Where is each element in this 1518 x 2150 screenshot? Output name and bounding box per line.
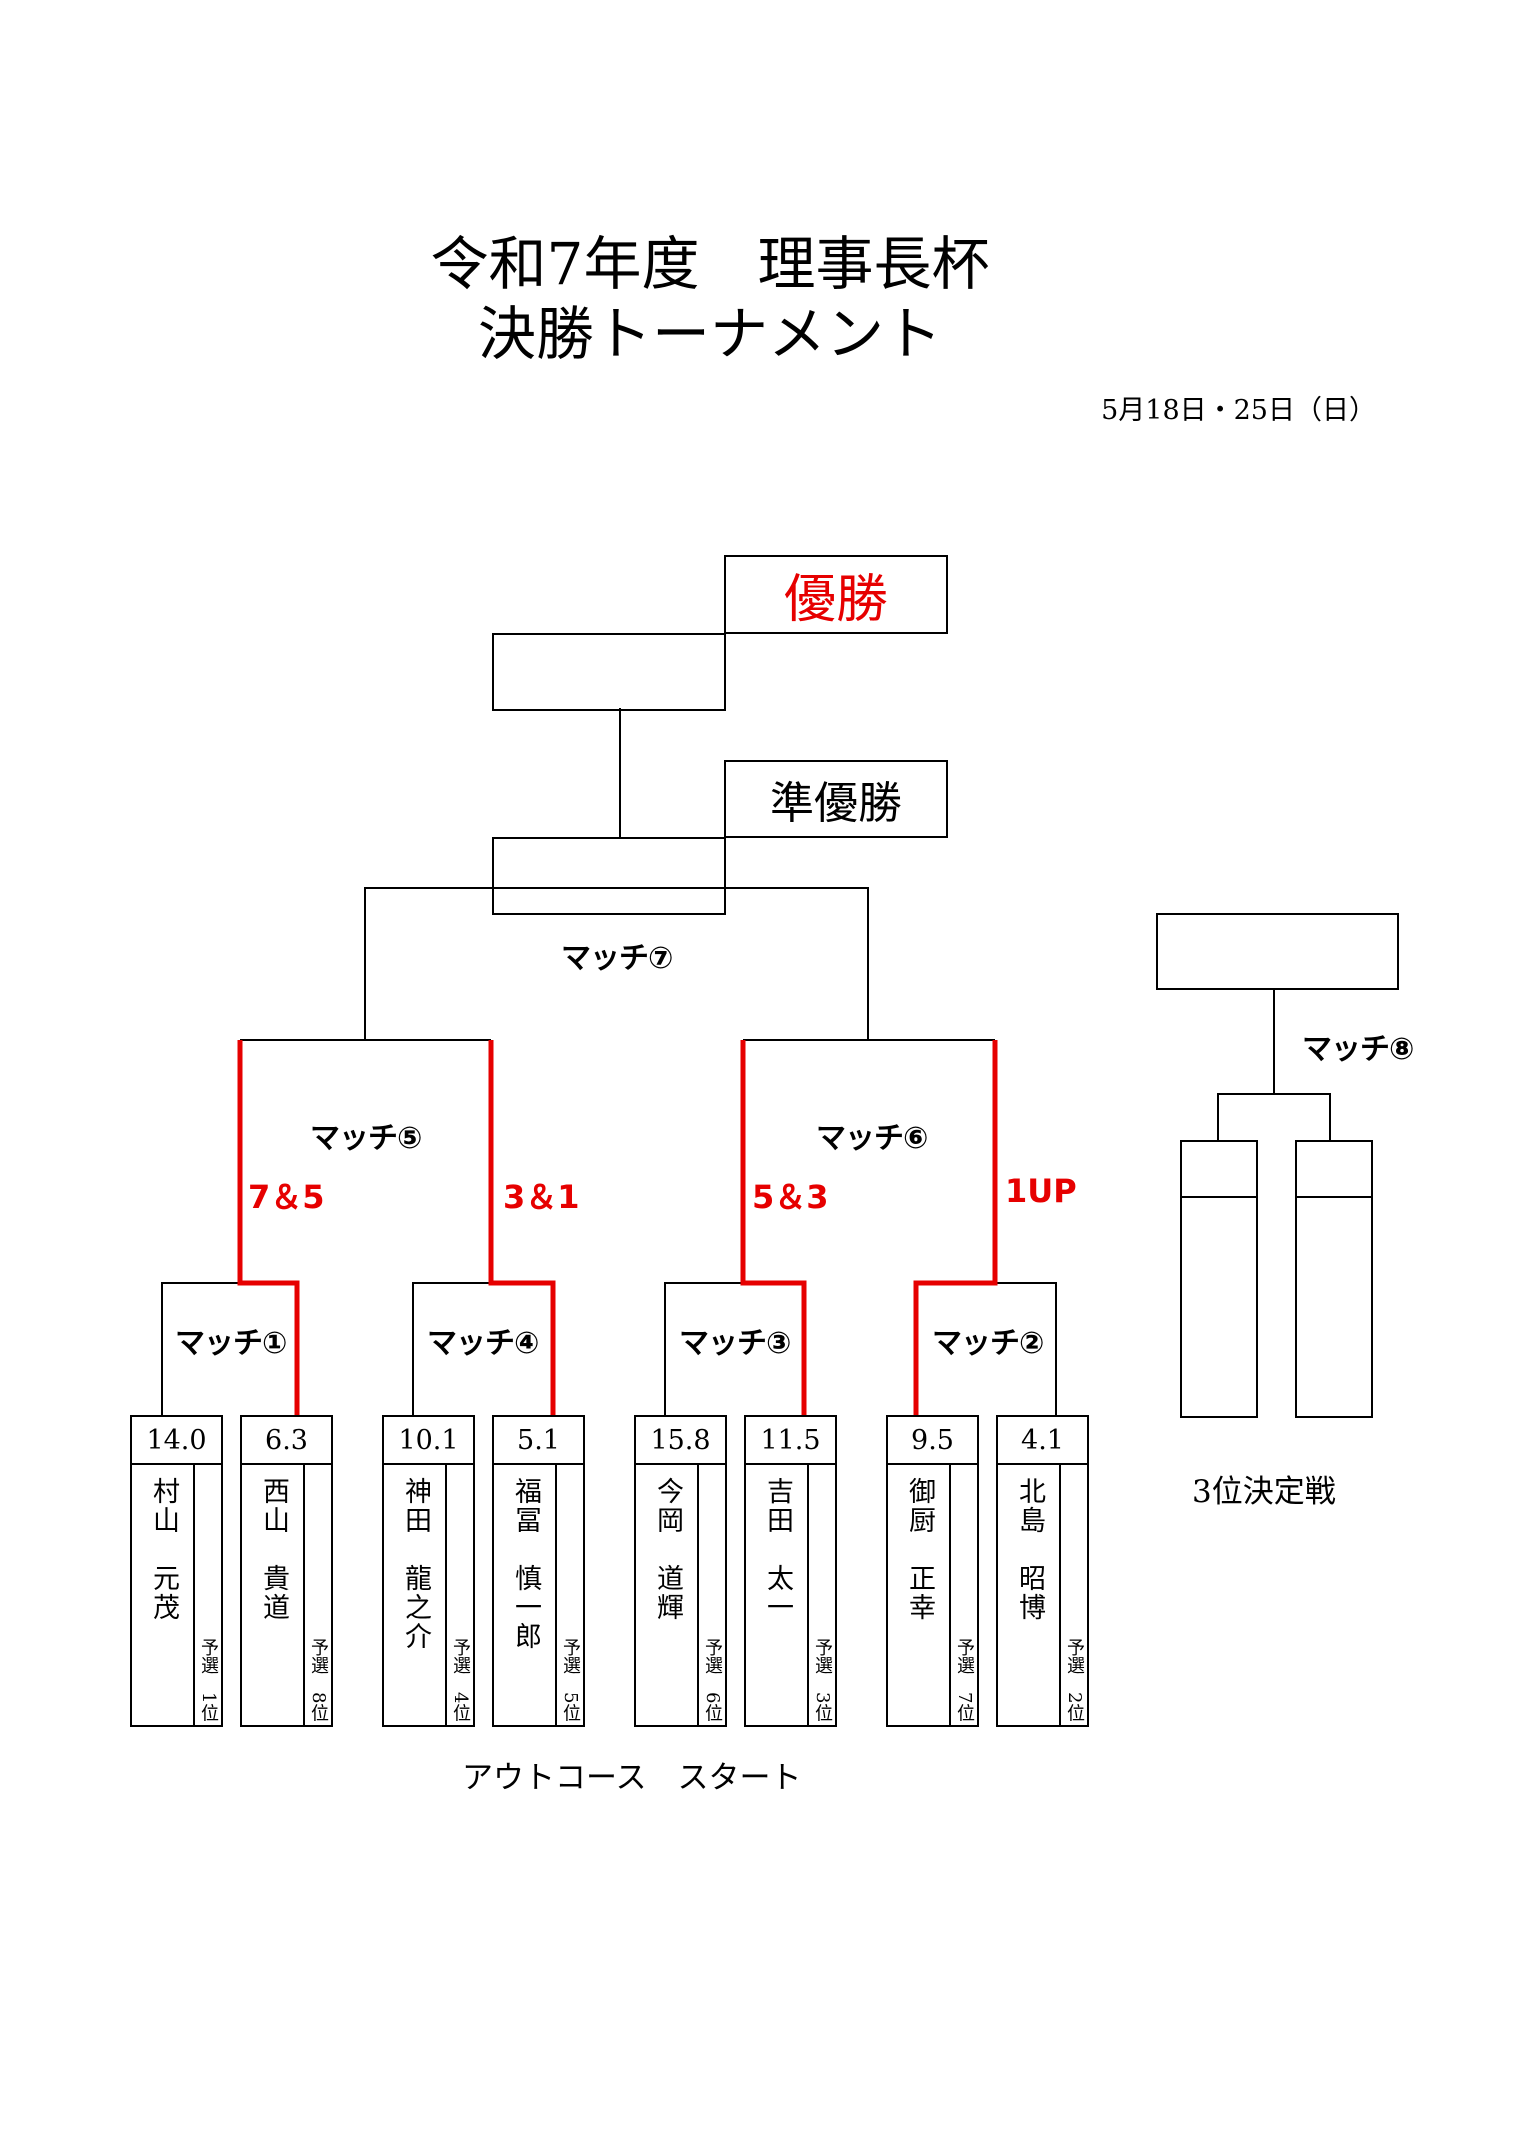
match-6-label: マッチ⑥ bbox=[816, 1121, 928, 1156]
player-qualifying-rank: 予選 2位 bbox=[1064, 1637, 1085, 1721]
player-name: 御厨 正幸 bbox=[904, 1477, 935, 1622]
player-handicap: 5.1 bbox=[494, 1417, 583, 1465]
player-handicap: 10.1 bbox=[384, 1417, 473, 1465]
player-name: 神田 龍之介 bbox=[400, 1477, 431, 1651]
player-name: 西山 貴道 bbox=[258, 1477, 289, 1622]
player-name-cell: 今岡 道輝 bbox=[636, 1463, 699, 1725]
runner-up-name-box bbox=[492, 837, 726, 915]
player-rank-cell: 予選 6位 bbox=[697, 1463, 725, 1725]
score-match-3: 5＆3 bbox=[752, 1178, 829, 1216]
player-card: 5.1 福冨 慎一郎 予選 5位 bbox=[492, 1415, 585, 1727]
match2-right-line bbox=[996, 1282, 1057, 1417]
player-handicap: 15.8 bbox=[636, 1417, 725, 1465]
score-match-4: 3＆1 bbox=[503, 1178, 580, 1216]
player-card: 11.5 吉田 太一 予選 3位 bbox=[744, 1415, 837, 1727]
player-rank-cell: 予選 7位 bbox=[949, 1463, 977, 1725]
third-place-candidate-left bbox=[1180, 1140, 1258, 1418]
player-name-cell: 福冨 慎一郎 bbox=[494, 1463, 557, 1725]
player-card: 15.8 今岡 道輝 予選 6位 bbox=[634, 1415, 727, 1727]
winner-path-match1 bbox=[237, 1040, 300, 1417]
player-qualifying-rank: 予選 7位 bbox=[954, 1637, 975, 1721]
winner-path-match4 bbox=[488, 1040, 556, 1417]
player-card: 6.3 西山 貴道 予選 8位 bbox=[240, 1415, 333, 1727]
player-handicap: 4.1 bbox=[998, 1417, 1087, 1465]
page-title-line2: 決勝トーナメント bbox=[477, 300, 942, 368]
match1-left-line bbox=[161, 1282, 240, 1417]
player-handicap: 14.0 bbox=[132, 1417, 221, 1465]
player-qualifying-rank: 予選 5位 bbox=[560, 1637, 581, 1721]
player-name-cell: 神田 龍之介 bbox=[384, 1463, 447, 1725]
champion-label-box bbox=[724, 555, 948, 634]
third-place-playoff-caption: 3位決定戦 bbox=[1192, 1474, 1336, 1510]
player-card: 4.1 北島 昭博 予選 2位 bbox=[996, 1415, 1089, 1727]
player-name-cell: 吉田 太一 bbox=[746, 1463, 809, 1725]
page-title-line1: 令和7年度 理事長杯 bbox=[430, 230, 990, 298]
player-rank-cell: 予選 1位 bbox=[193, 1463, 221, 1725]
out-course-start-caption: アウトコース スタート bbox=[462, 1760, 802, 1796]
player-rank-cell: 予選 2位 bbox=[1059, 1463, 1087, 1725]
match-7-label: マッチ⑦ bbox=[561, 941, 673, 976]
player-name: 吉田 太一 bbox=[762, 1477, 793, 1622]
champion-label: 優勝 bbox=[783, 570, 888, 630]
third-place-name-box bbox=[1156, 913, 1399, 990]
third-place-candidate-right-divider bbox=[1295, 1196, 1373, 1198]
player-handicap: 6.3 bbox=[242, 1417, 331, 1465]
player-name: 今岡 道輝 bbox=[652, 1477, 683, 1622]
player-rank-cell: 予選 3位 bbox=[807, 1463, 835, 1725]
player-name: 福冨 慎一郎 bbox=[510, 1477, 541, 1651]
player-card: 9.5 御厨 正幸 予選 7位 bbox=[886, 1415, 979, 1727]
player-name-cell: 村山 元茂 bbox=[132, 1463, 195, 1725]
match3-left-line bbox=[664, 1282, 743, 1417]
match7-bracket bbox=[364, 887, 869, 1040]
player-name: 北島 昭博 bbox=[1014, 1477, 1045, 1622]
score-match-2: 1UP bbox=[1005, 1172, 1077, 1210]
runner-up-label: 準優勝 bbox=[770, 778, 902, 829]
player-qualifying-rank: 予選 1位 bbox=[198, 1637, 219, 1721]
winner-path-match2 bbox=[913, 1040, 998, 1417]
player-name-cell: 西山 貴道 bbox=[242, 1463, 305, 1725]
player-qualifying-rank: 予選 4位 bbox=[450, 1637, 471, 1721]
third-place-candidate-left-divider bbox=[1180, 1196, 1258, 1198]
player-name-cell: 御厨 正幸 bbox=[888, 1463, 951, 1725]
match8-bracket bbox=[1217, 1093, 1331, 1140]
match-1-label: マッチ① bbox=[175, 1326, 287, 1361]
player-rank-cell: 予選 5位 bbox=[555, 1463, 583, 1725]
match-2-label: マッチ② bbox=[932, 1326, 1044, 1361]
runner-up-label-box bbox=[724, 760, 948, 838]
player-card: 14.0 村山 元茂 予選 1位 bbox=[130, 1415, 223, 1727]
match4-left-line bbox=[412, 1282, 491, 1417]
player-handicap: 9.5 bbox=[888, 1417, 977, 1465]
match-8-label: マッチ⑧ bbox=[1302, 1032, 1414, 1067]
match-3-label: マッチ③ bbox=[679, 1326, 791, 1361]
player-name: 村山 元茂 bbox=[148, 1477, 179, 1622]
player-name-cell: 北島 昭博 bbox=[998, 1463, 1061, 1725]
player-handicap: 11.5 bbox=[746, 1417, 835, 1465]
match-4-label: マッチ④ bbox=[427, 1326, 539, 1361]
player-rank-cell: 予選 4位 bbox=[445, 1463, 473, 1725]
third-place-candidate-right bbox=[1295, 1140, 1373, 1418]
player-qualifying-rank: 予選 6位 bbox=[702, 1637, 723, 1721]
match-5-label: マッチ⑤ bbox=[310, 1121, 422, 1156]
winner-path-match3 bbox=[740, 1040, 807, 1417]
player-qualifying-rank: 予選 3位 bbox=[812, 1637, 833, 1721]
event-date: 5月18日・25日（日） bbox=[1101, 395, 1376, 426]
player-qualifying-rank: 予選 8位 bbox=[308, 1637, 329, 1721]
player-card: 10.1 神田 龍之介 予選 4位 bbox=[382, 1415, 475, 1727]
player-rank-cell: 予選 8位 bbox=[303, 1463, 331, 1725]
score-match-1: 7＆5 bbox=[248, 1178, 325, 1216]
champion-name-box bbox=[492, 633, 726, 711]
